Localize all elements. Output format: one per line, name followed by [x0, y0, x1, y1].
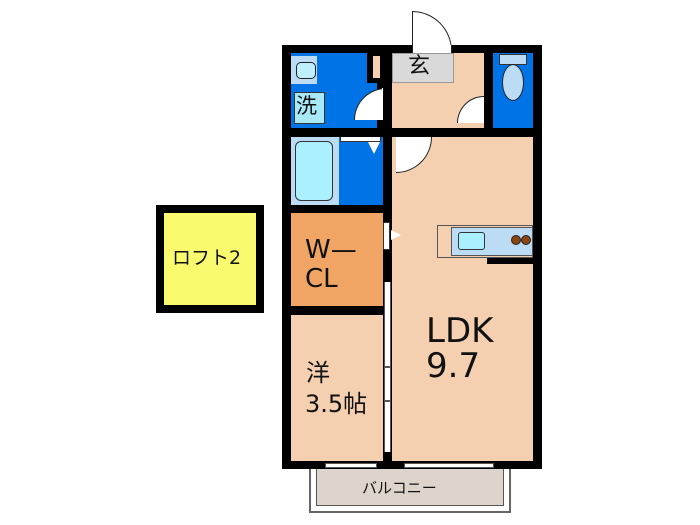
western-room-label-line1: 洋 [306, 359, 330, 387]
stove-burner-icon [521, 235, 531, 245]
bathtub-icon [295, 141, 333, 201]
western-room [291, 315, 383, 461]
partition-wall [484, 53, 493, 128]
bathroom-door-icon [368, 142, 380, 154]
loft-area [164, 213, 256, 305]
genkan [392, 53, 454, 83]
wash-basin-bowl-icon [296, 62, 316, 79]
wic-door-swing-icon [391, 230, 401, 240]
genkan-label: 玄 [408, 54, 431, 79]
loft-label: ロフト2 [172, 247, 242, 269]
western-room-window [325, 463, 377, 468]
stove-burner-icon [511, 235, 521, 245]
ldk-window [404, 463, 494, 468]
ldk-label-line2: 9.7 [426, 346, 481, 386]
balcony [316, 469, 504, 506]
washroom-label: 洗 [296, 94, 317, 118]
sliding-door-divider [384, 400, 391, 402]
partition-wall [291, 306, 383, 315]
wic-door-icon [383, 222, 390, 250]
entry-door-gap [412, 45, 452, 53]
toilet-bowl-icon [502, 64, 524, 101]
ldk [392, 137, 533, 461]
partition-wall [383, 53, 392, 461]
kitchen-wall [487, 258, 533, 264]
kitchen-sink-icon [458, 232, 485, 250]
partition-wall [291, 128, 383, 137]
ldk-label-line1: LDK [426, 311, 494, 351]
western-room-label-line2: 3.5帖 [305, 390, 368, 418]
storage-strip [373, 56, 380, 78]
sliding-door-divider [384, 366, 391, 368]
washing-machine-space [294, 92, 325, 124]
walk-in-closet [291, 213, 383, 306]
wic-label-line2: CL [305, 264, 338, 294]
wic-label-line1: W— [305, 235, 357, 265]
balcony-label: バルコニー [362, 479, 437, 497]
partition-wall [392, 128, 533, 137]
partition-wall [291, 205, 383, 213]
